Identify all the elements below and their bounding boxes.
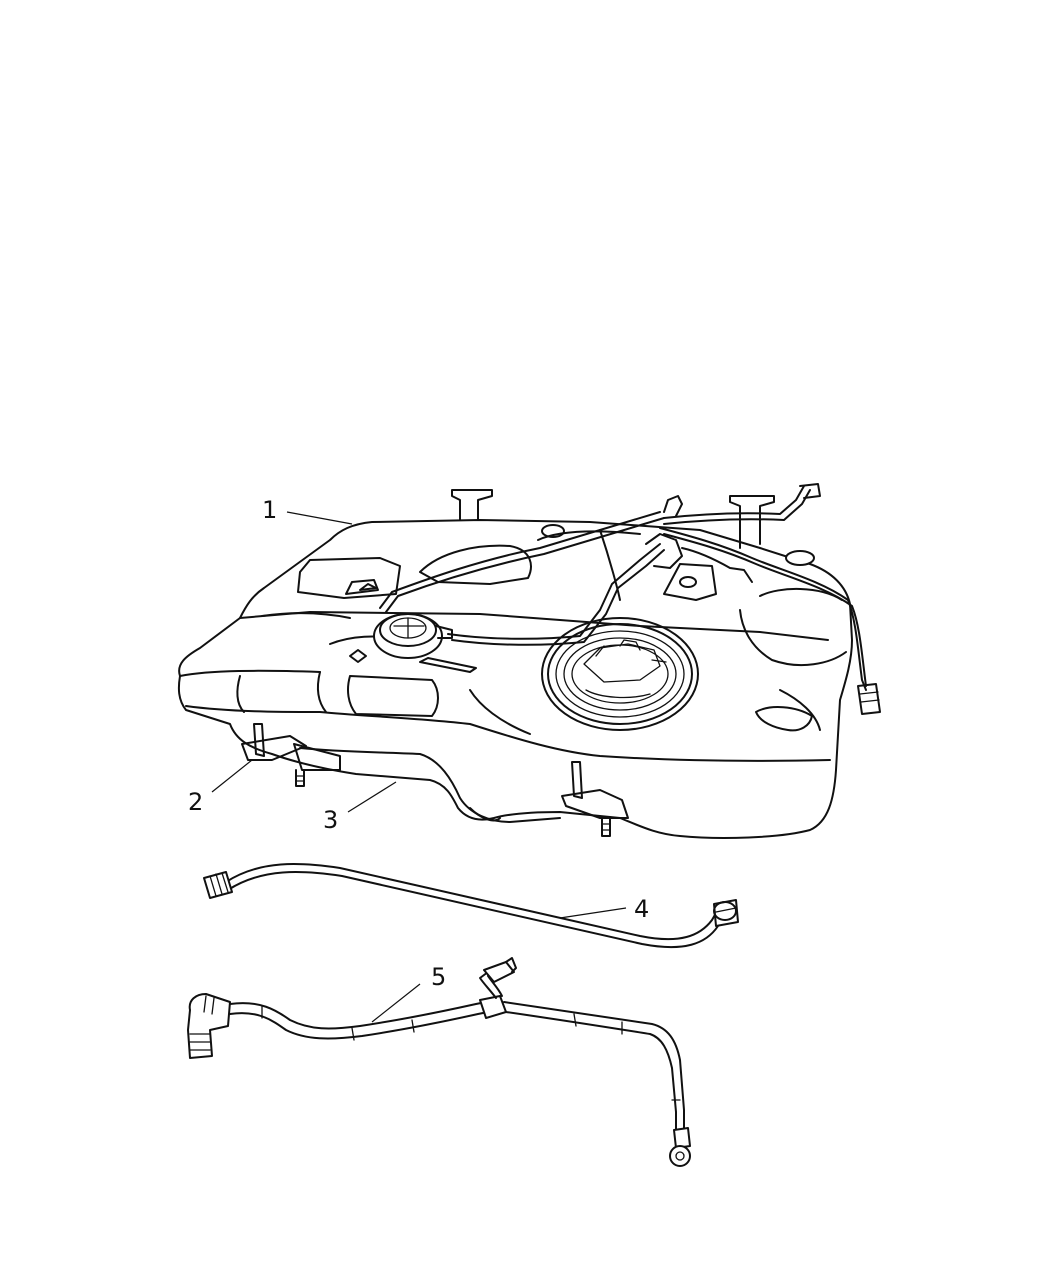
callout-leader-1: [286, 511, 353, 525]
callout-number-2: 2: [188, 788, 203, 816]
callout-leader-5: [371, 983, 421, 1023]
callout-number-1: 1: [262, 496, 277, 524]
fuel-sender-unit: [373, 613, 453, 659]
tank-top-lines: [379, 483, 881, 715]
callout-leader-4: [559, 907, 627, 919]
callout-number-3: 3: [323, 806, 338, 834]
tank-strap-bracket[interactable]: [241, 723, 341, 787]
fuel-tank[interactable]: [177, 483, 881, 839]
fuel-supply-tube[interactable]: [203, 863, 739, 949]
callout-number-5: 5: [431, 963, 446, 991]
callout-leader-2: [211, 759, 253, 793]
tank-strap-bracket-right: [561, 761, 629, 837]
vapor-tube-assembly[interactable]: [187, 957, 691, 1167]
callout-leader-3: [347, 781, 397, 813]
fuel-pump-module: [541, 617, 699, 731]
callout-number-4: 4: [634, 895, 649, 923]
tank-shield[interactable]: [299, 747, 561, 823]
